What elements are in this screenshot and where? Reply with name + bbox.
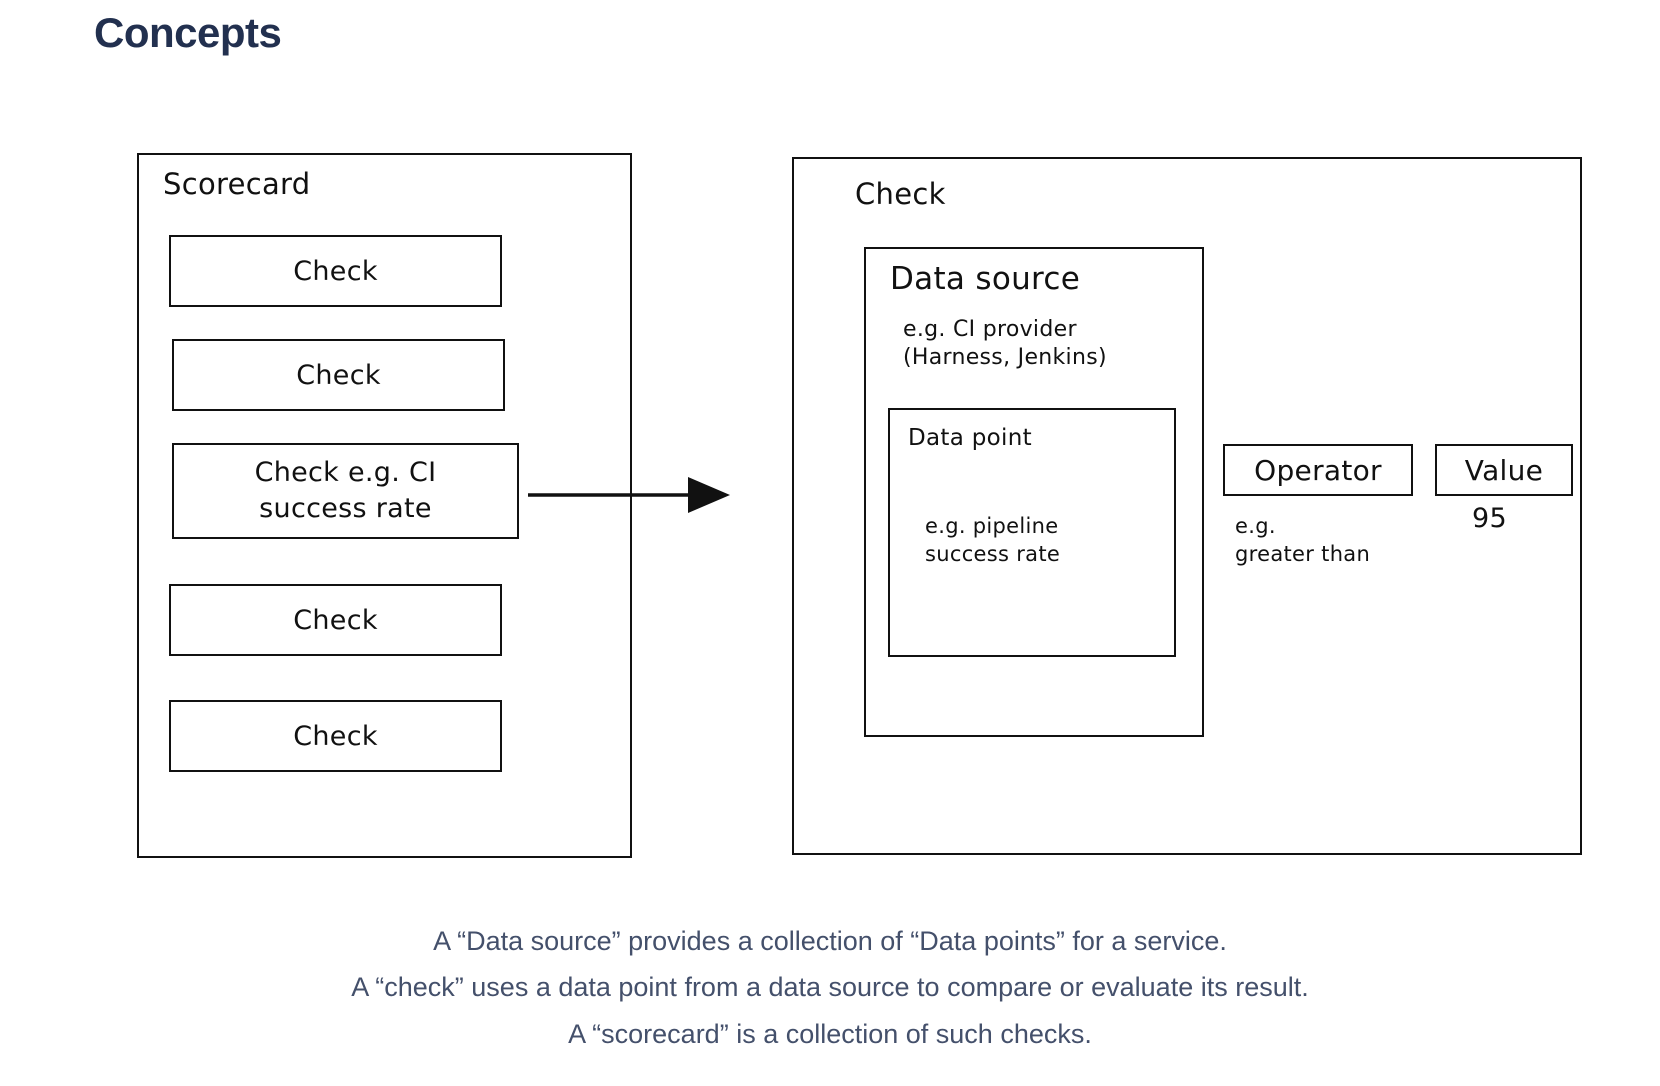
scorecard-check-label: Check bbox=[293, 720, 378, 752]
scorecard-check-item-2[interactable]: Check bbox=[172, 339, 505, 411]
value-note: 95 bbox=[1472, 503, 1507, 534]
scorecard-check-label: Check e.g. CI success rate bbox=[254, 456, 437, 524]
operator-label: Operator bbox=[1254, 453, 1382, 487]
caption-line-3: A “scorecard” is a collection of such ch… bbox=[568, 1018, 1092, 1049]
data-source-title: Data source bbox=[890, 261, 1081, 297]
operator-box[interactable]: Operator bbox=[1223, 444, 1413, 496]
data-point-container bbox=[888, 408, 1176, 657]
scorecard-check-label: Check bbox=[293, 255, 378, 287]
operator-note: e.g. greater than bbox=[1235, 514, 1371, 566]
data-source-note: e.g. CI provider (Harness, Jenkins) bbox=[903, 317, 1107, 371]
check-detail-title: Check bbox=[855, 177, 946, 211]
scorecard-check-item-4[interactable]: Check bbox=[169, 584, 502, 656]
scorecard-check-item-1[interactable]: Check bbox=[169, 235, 502, 307]
value-box[interactable]: Value bbox=[1435, 444, 1573, 496]
value-label: Value bbox=[1464, 453, 1544, 487]
scorecard-title: Scorecard bbox=[163, 167, 311, 201]
data-point-note: e.g. pipeline success rate bbox=[925, 514, 1061, 566]
caption-line-1: A “Data source” provides a collection of… bbox=[433, 926, 1227, 956]
scorecard-check-item-5[interactable]: Check bbox=[169, 700, 502, 772]
caption-line-2: A “check” uses a data point from a data … bbox=[351, 972, 1309, 1003]
data-point-title: Data point bbox=[908, 425, 1032, 451]
scorecard-check-label: Check bbox=[296, 359, 381, 391]
page-title: Concepts bbox=[94, 9, 282, 56]
scorecard-check-label: Check bbox=[293, 604, 378, 636]
caption: A “Data source” provides a collection of… bbox=[0, 918, 1660, 1057]
arrow-right-icon bbox=[528, 477, 730, 513]
scorecard-check-item-3[interactable]: Check e.g. CI success rate bbox=[172, 443, 519, 539]
